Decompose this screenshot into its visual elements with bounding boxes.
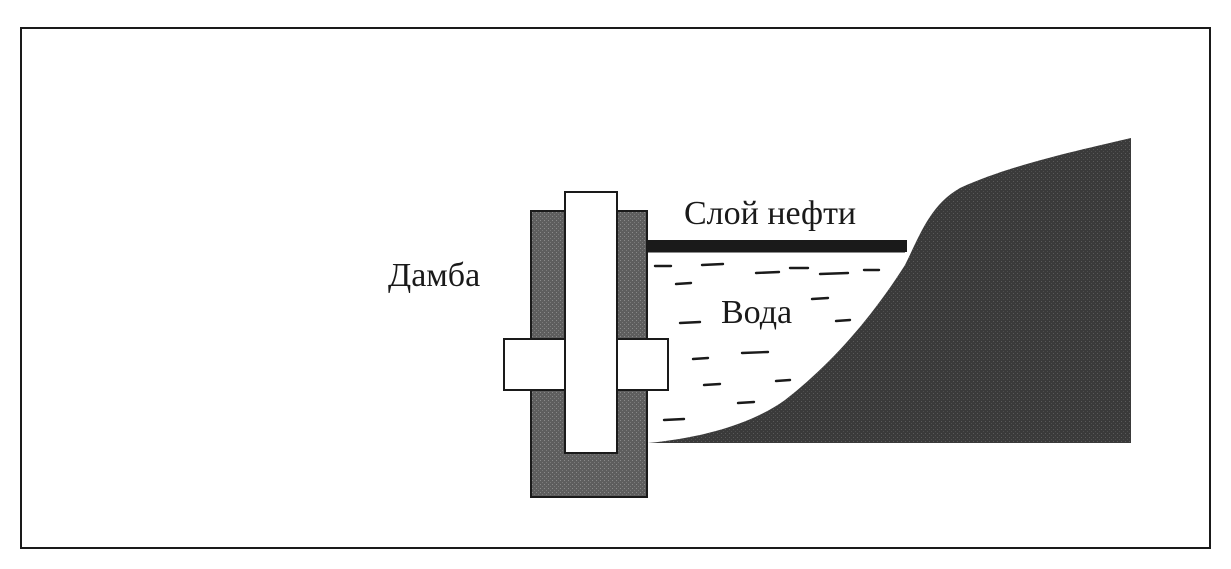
oil-layer-label: Слой нефти (684, 195, 856, 232)
oil-layer (645, 240, 907, 252)
shore-ground (648, 138, 1131, 443)
diagram-frame (20, 27, 1211, 549)
dam-gate (564, 191, 618, 454)
water-dashes (653, 262, 881, 422)
dam-crossbar-right (616, 338, 669, 391)
water-label: Вода (721, 294, 792, 331)
dam-label: Дамба (388, 257, 480, 294)
dam-crossbar-left (503, 338, 566, 391)
